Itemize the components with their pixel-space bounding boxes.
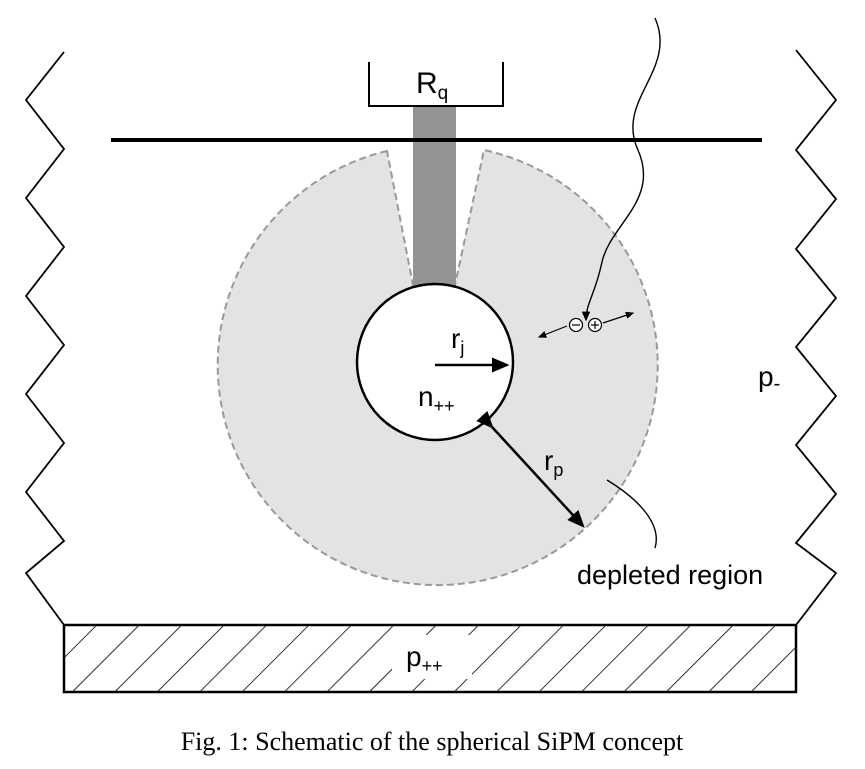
electron-drift-arrow: [537, 325, 568, 338]
resistor-box: [368, 62, 504, 107]
electron-symbol: [568, 317, 584, 333]
p-minus-label: p-: [758, 361, 780, 395]
hole-drift-arrow: [602, 311, 635, 324]
left-zigzag-edge: [24, 51, 66, 626]
rp-label: rp: [544, 445, 563, 480]
right-zigzag-edge: [794, 49, 838, 626]
p-plus-plus-label: p++: [406, 641, 443, 676]
rp-width-arrow: [476, 410, 585, 528]
p-plus-plus-label-background: [392, 635, 472, 679]
figure-caption: Fig. 1: Schematic of the spherical SiPM …: [181, 727, 684, 756]
rq-label: Rq: [416, 67, 448, 104]
n-plus-plus-junction: [355, 282, 515, 442]
hole-symbol: [587, 317, 603, 333]
quench-resistor-bar: [413, 105, 456, 289]
photon-path: [581, 17, 661, 322]
rj-label: rj: [451, 323, 464, 358]
depleted-region-label: depleted region: [577, 560, 763, 590]
depleted-region-leader: [606, 479, 657, 549]
n-plus-plus-label: n++: [418, 381, 455, 416]
p-plus-plus-substrate-outline: [62, 623, 798, 694]
